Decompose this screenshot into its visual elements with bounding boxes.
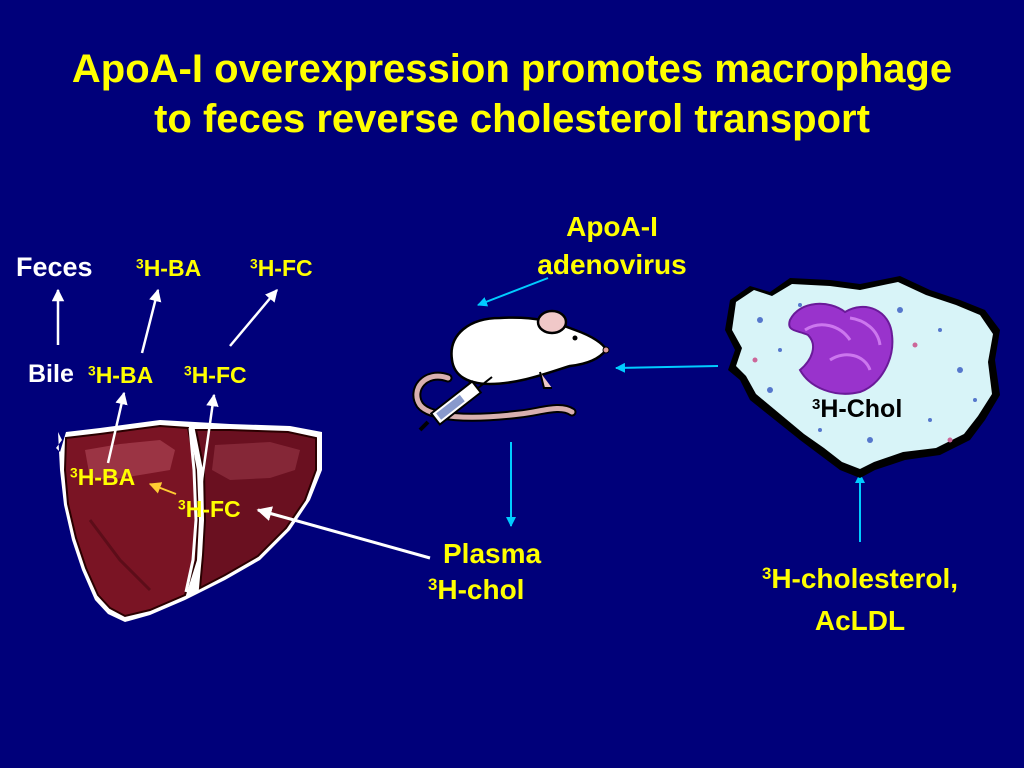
tracer-label: 3H-cholesterol, AcLDL	[720, 558, 1000, 642]
apoa-label-line-1: ApoA-I	[566, 211, 658, 242]
arrow-plasma-to-liver	[256, 506, 431, 560]
tracer-label-line-1: 3H-cholesterol,	[761, 563, 959, 594]
arrow-adenovirus-to-mouse	[477, 277, 549, 307]
macrophage-chol-label: 3H-Chol	[812, 395, 903, 423]
feces-label: Feces	[16, 252, 93, 282]
arrow-fc-to-ba	[148, 482, 177, 495]
bile-fc-label: 3H-FC	[184, 362, 247, 388]
apoa-label-line-2: adenovirus	[537, 249, 687, 280]
syringe-icon	[418, 376, 493, 432]
feces-ba-label: 3H-BA	[136, 255, 202, 281]
liver-illustration	[56, 420, 322, 622]
arrow-bile-fc-to-feces-fc	[229, 289, 278, 347]
title-line-2: to feces reverse cholesterol transport	[154, 97, 870, 141]
plasma-label: Plasma	[443, 538, 542, 569]
arrow-liver-ba-to-bile-ba	[106, 391, 128, 464]
bile-ba-label: 3H-BA	[88, 362, 154, 388]
tracer-label-line-2: AcLDL	[814, 605, 906, 636]
liver-fc-label: 3H-FC	[178, 496, 241, 522]
apoa-adenovirus-label: ApoA-I adenovirus	[512, 208, 712, 284]
macrophage-cell-illustration	[725, 276, 1000, 478]
arrow-macrophage-to-mouse	[615, 362, 719, 373]
bile-label: Bile	[28, 360, 74, 388]
arrow-bile-ba-to-feces-ba	[140, 288, 162, 354]
title-line-1: ApoA-I overexpression promotes macrophag…	[71, 47, 953, 91]
liver-ba-label: 3H-BA	[70, 464, 136, 490]
feces-fc-label: 3H-FC	[250, 255, 313, 281]
slide-title: ApoA-I overexpression promotes macrophag…	[0, 44, 1024, 144]
plasma-chol-label: 3H-chol	[428, 574, 525, 605]
arrow-liver-fc-to-bile-fc	[199, 393, 219, 488]
